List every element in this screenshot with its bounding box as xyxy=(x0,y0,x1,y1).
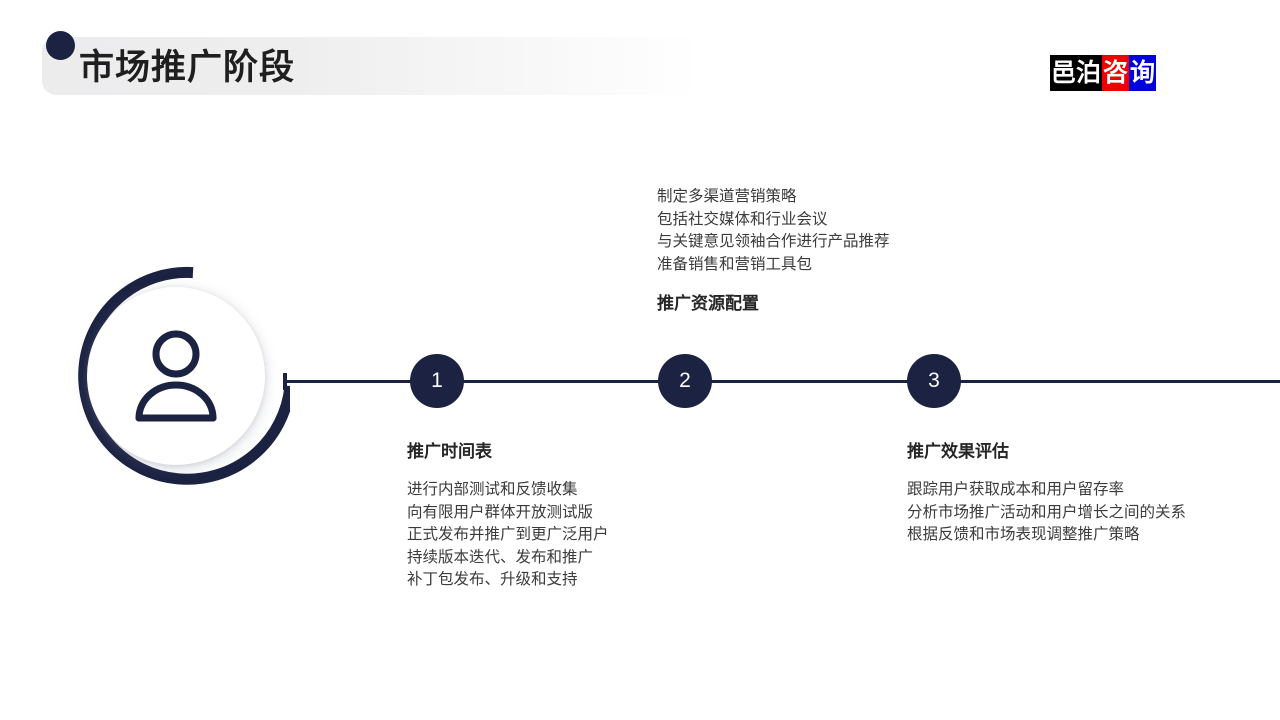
brand-logo: 邑泊 咨 询 xyxy=(1050,55,1157,91)
content-block-left-body: 进行内部测试和反馈收集向有限用户群体开放测试版正式发布并推广到更广泛用户持续版本… xyxy=(407,481,609,588)
avatar-group xyxy=(62,262,290,490)
logo-segment-2: 咨 xyxy=(1102,55,1130,91)
content-block-top-heading: 推广资源配置 xyxy=(657,294,759,313)
page-title: 市场推广阶段 xyxy=(79,48,296,87)
timeline-node-1[interactable]: 1 xyxy=(410,354,464,408)
timeline-node-2[interactable]: 2 xyxy=(658,354,712,408)
header-accent-dot xyxy=(46,31,75,60)
timeline-line xyxy=(283,380,1280,383)
content-block-right: 推广效果评估 跟踪用户获取成本和用户留存率分析市场推广活动和用户增长之间的关系根… xyxy=(907,440,1186,547)
content-block-left-heading: 推广时间表 xyxy=(407,442,492,461)
content-block-top: 制定多渠道营销策略包括社交媒体和行业会议与关键意见领袖合作进行产品推荐准备销售和… xyxy=(657,186,890,316)
content-block-right-body: 跟踪用户获取成本和用户留存率分析市场推广活动和用户增长之间的关系根据反馈和市场表… xyxy=(907,481,1187,543)
logo-segment-3: 询 xyxy=(1129,55,1157,91)
timeline-node-3[interactable]: 3 xyxy=(907,354,961,408)
header-bar xyxy=(42,37,702,95)
avatar-ring-arc xyxy=(78,266,290,485)
person-icon xyxy=(135,330,217,422)
content-block-left: 推广时间表 进行内部测试和反馈收集向有限用户群体开放测试版正式发布并推广到更广泛… xyxy=(407,440,609,592)
logo-segment-1: 邑泊 xyxy=(1050,55,1103,91)
content-block-right-heading: 推广效果评估 xyxy=(907,442,1009,461)
content-block-top-body: 制定多渠道营销策略包括社交媒体和行业会议与关键意见领袖合作进行产品推荐准备销售和… xyxy=(657,188,890,273)
